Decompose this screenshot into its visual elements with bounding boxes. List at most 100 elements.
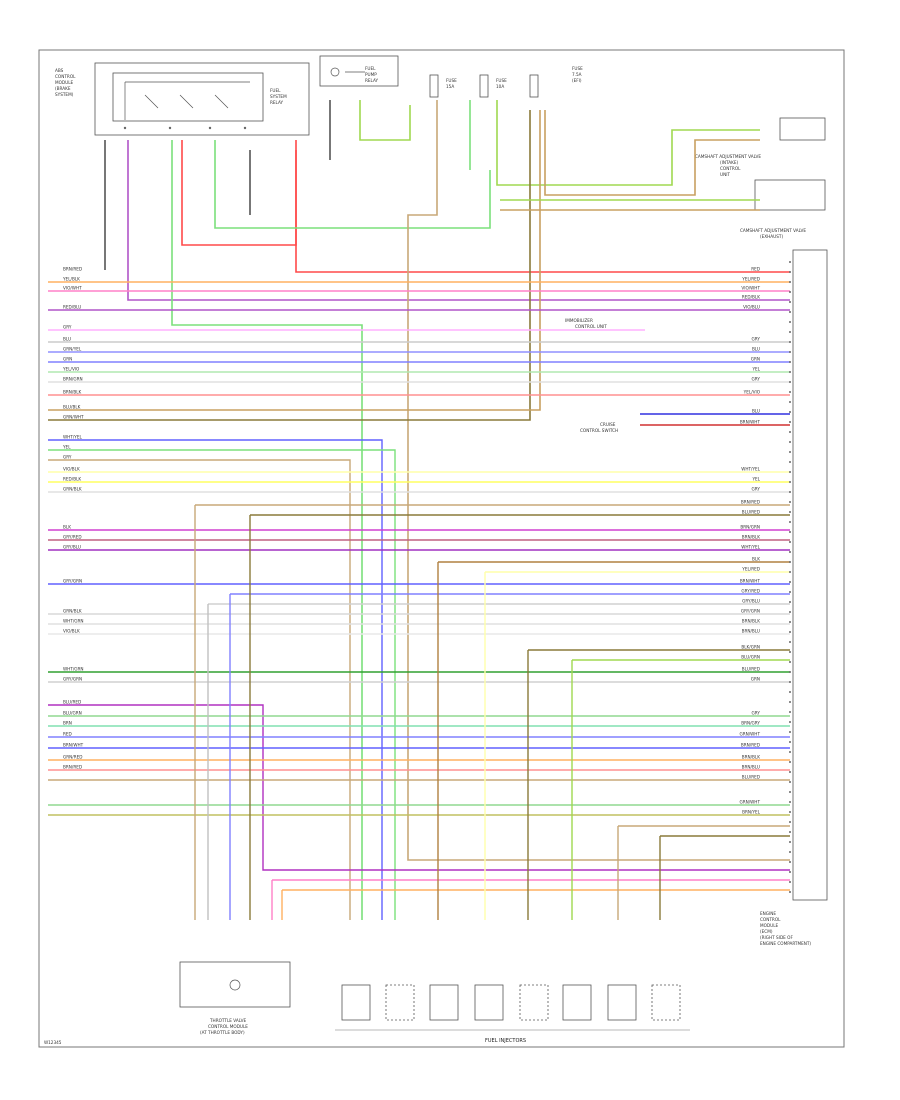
right-wire-label: YEL/RED (741, 277, 760, 282)
right-wire-label: BRN/BLK (742, 619, 761, 624)
right-wire-label: BLU/RED (742, 775, 760, 780)
ecm-pin (789, 341, 791, 343)
right-wire-label: BLU/GRN (741, 655, 760, 660)
left-wire-label: GRN/BLK (63, 609, 82, 614)
ecm-pin (789, 891, 791, 893)
ecm-connector (792, 249, 828, 901)
ecm-pin (789, 491, 791, 493)
right-wire-label: BLU (752, 409, 760, 414)
right-wire-label: GRN (751, 677, 760, 682)
ecm-pin (789, 581, 791, 583)
ecm-pin (789, 431, 791, 433)
right-wire-label: VIO/WHT (741, 286, 760, 291)
ecm-pin (789, 541, 791, 543)
right-wire-label: GRN/WHT (739, 800, 760, 805)
ecm-pin (789, 521, 791, 523)
ecm-pin (789, 281, 791, 283)
right-wire-label: BRN/BLK (742, 535, 761, 540)
right-wire-label: GRY (752, 337, 761, 342)
ecm-pin (789, 671, 791, 673)
camshaft-valve-intake (754, 117, 826, 211)
right-wire-label: YEL (751, 477, 760, 482)
left-wire-label: YEL/VIO (62, 367, 80, 372)
ecm-pin (789, 481, 791, 483)
right-wire-label: GRN/WHT (739, 732, 760, 737)
fuse-2 (479, 74, 489, 98)
right-wire-label: VIO/BLU (743, 305, 760, 310)
right-wire-label: BRN/WHT (740, 420, 761, 425)
left-wire-label: WHT/YEL (63, 435, 82, 440)
left-wire-label: GRY/GRN (63, 579, 82, 584)
right-wire-label: BRN/YEL (742, 810, 761, 815)
right-wire-label: BRN/BLU (742, 765, 760, 770)
ecm-pin (789, 681, 791, 683)
ecm-pin (789, 821, 791, 823)
left-wire-labels: BRN/REDYEL/BLKVIO/WHTRED/BLUGRYBLUGRN/YE… (62, 267, 84, 770)
ecm-pin (789, 661, 791, 663)
left-wire-label: GRN/WHT (63, 415, 84, 420)
left-wire-label: GRY/GRN (63, 677, 82, 682)
left-wire-label: RED (63, 732, 72, 737)
left-wire-label: VIO/BLK (63, 629, 80, 634)
ecm-pin (789, 451, 791, 453)
page-code: W12345 (44, 1040, 62, 1045)
ecm-pin (789, 771, 791, 773)
ecm-pin (789, 611, 791, 613)
ecm-pin (789, 321, 791, 323)
ecm-pin (789, 591, 791, 593)
left-wire-label: WHT/GRN (63, 619, 84, 624)
right-wire-label: YEL (751, 367, 760, 372)
ecm-pin (789, 861, 791, 863)
ecm-pin (789, 471, 791, 473)
ecm-pin (789, 811, 791, 813)
ecm-pin (789, 641, 791, 643)
ecm-pin (789, 271, 791, 273)
right-wire-label: BLU/RED (742, 667, 760, 672)
right-wire-label: BRN/RED (741, 743, 760, 748)
ecm-pin (789, 551, 791, 553)
left-wire-label: BLK (63, 525, 71, 530)
ecm-pins (789, 261, 791, 893)
ecm-pin (789, 311, 791, 313)
ecm-pin (789, 871, 791, 873)
left-wire-label: WHT/GRN (63, 667, 84, 672)
right-wire-label: GRN (751, 357, 760, 362)
ecm-pin (789, 421, 791, 423)
left-wire-label: BLU/GRN (63, 711, 82, 716)
ecm-pin (789, 291, 791, 293)
right-wire-label: GRY (752, 487, 761, 492)
left-wire-label: GRN/YEL (63, 347, 82, 352)
right-wire-label: YEL/RED (741, 567, 760, 572)
right-wire-label: RED (751, 267, 760, 272)
ecm-pin (789, 721, 791, 723)
right-wire-label: GRY (752, 377, 761, 382)
ecm-pin (789, 361, 791, 363)
left-wire-label: GRN/BLK (63, 487, 82, 492)
left-wire-label: RED/BLU (63, 305, 81, 310)
right-wire-label: GRY (752, 711, 761, 716)
right-wire-label: BLU/RED (742, 510, 760, 515)
fuel-injectors-label: FUEL INJECTORS (485, 1038, 526, 1044)
ecm-pin (789, 831, 791, 833)
diagram-frame (38, 49, 845, 1048)
right-wire-label: BRN/WHT (740, 579, 761, 584)
top-left-relay-block (94, 62, 310, 136)
right-wire-label: BRN/RED (741, 500, 760, 505)
left-wire-label: RED/BLK (63, 477, 81, 482)
left-wire-label: YEL (62, 445, 71, 450)
right-wire-label: BLK/GRN (741, 645, 760, 650)
left-wire-label: BLU (63, 337, 71, 342)
left-wire-label: GRN (63, 357, 72, 362)
left-wire-label: BRN/RED (63, 267, 82, 272)
ecm-pin (789, 331, 791, 333)
injector-row (335, 984, 690, 1031)
left-wire-label: VIO/WHT (63, 286, 82, 291)
top-wires (48, 100, 790, 920)
